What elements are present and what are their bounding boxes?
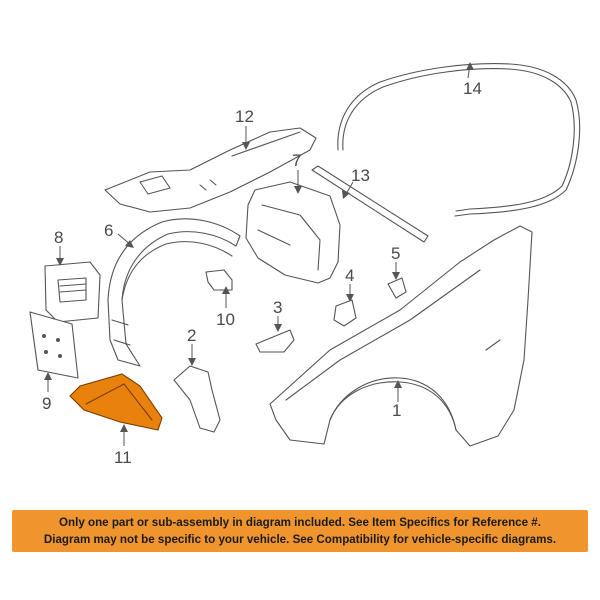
callout-2: 2	[187, 326, 196, 345]
part-10-small-bracket	[205, 269, 233, 291]
callout-3: 3	[273, 298, 282, 317]
part-4-bracket	[333, 299, 357, 327]
callout-1: 1	[392, 401, 401, 420]
part-2-lower-bracket	[173, 365, 221, 433]
disclaimer-line-1: Only one part or sub-assembly in diagram…	[59, 516, 541, 529]
leader-lines	[44, 62, 474, 446]
callout-8: 8	[54, 228, 63, 247]
callout-11: 11	[114, 448, 132, 467]
part-11-splash-shield	[69, 373, 163, 431]
part-3-bracket	[255, 329, 295, 353]
part-7-inner-panel	[245, 181, 341, 284]
callout-10: 10	[216, 310, 235, 329]
part-9-plate	[29, 311, 79, 379]
part-12-upper-apron	[104, 127, 317, 213]
part-13-molding-strip	[311, 165, 429, 243]
disclaimer-line-2: Diagram may not be specific to your vehi…	[43, 533, 557, 546]
callout-12: 12	[235, 107, 254, 126]
callout-13: 13	[351, 166, 370, 185]
callout-9: 9	[42, 394, 51, 413]
part-5-clip	[387, 277, 407, 299]
callout-14: 14	[463, 79, 482, 98]
part-14-weatherstrip	[337, 63, 581, 217]
callout-6: 6	[104, 221, 113, 240]
disclaimer-banner: Only one part or sub-assembly in diagram…	[12, 510, 588, 552]
part-8-bracket	[44, 261, 101, 323]
callout-7: 7	[292, 151, 301, 170]
part-6-wheelhouse-liner	[107, 218, 241, 367]
part-1-fender	[269, 225, 533, 447]
callout-4: 4	[345, 266, 354, 285]
callout-5: 5	[391, 244, 400, 263]
callout-numbers: 1 2 3 4 5 6 7 8 9 10 11 12 13 14	[42, 79, 482, 467]
